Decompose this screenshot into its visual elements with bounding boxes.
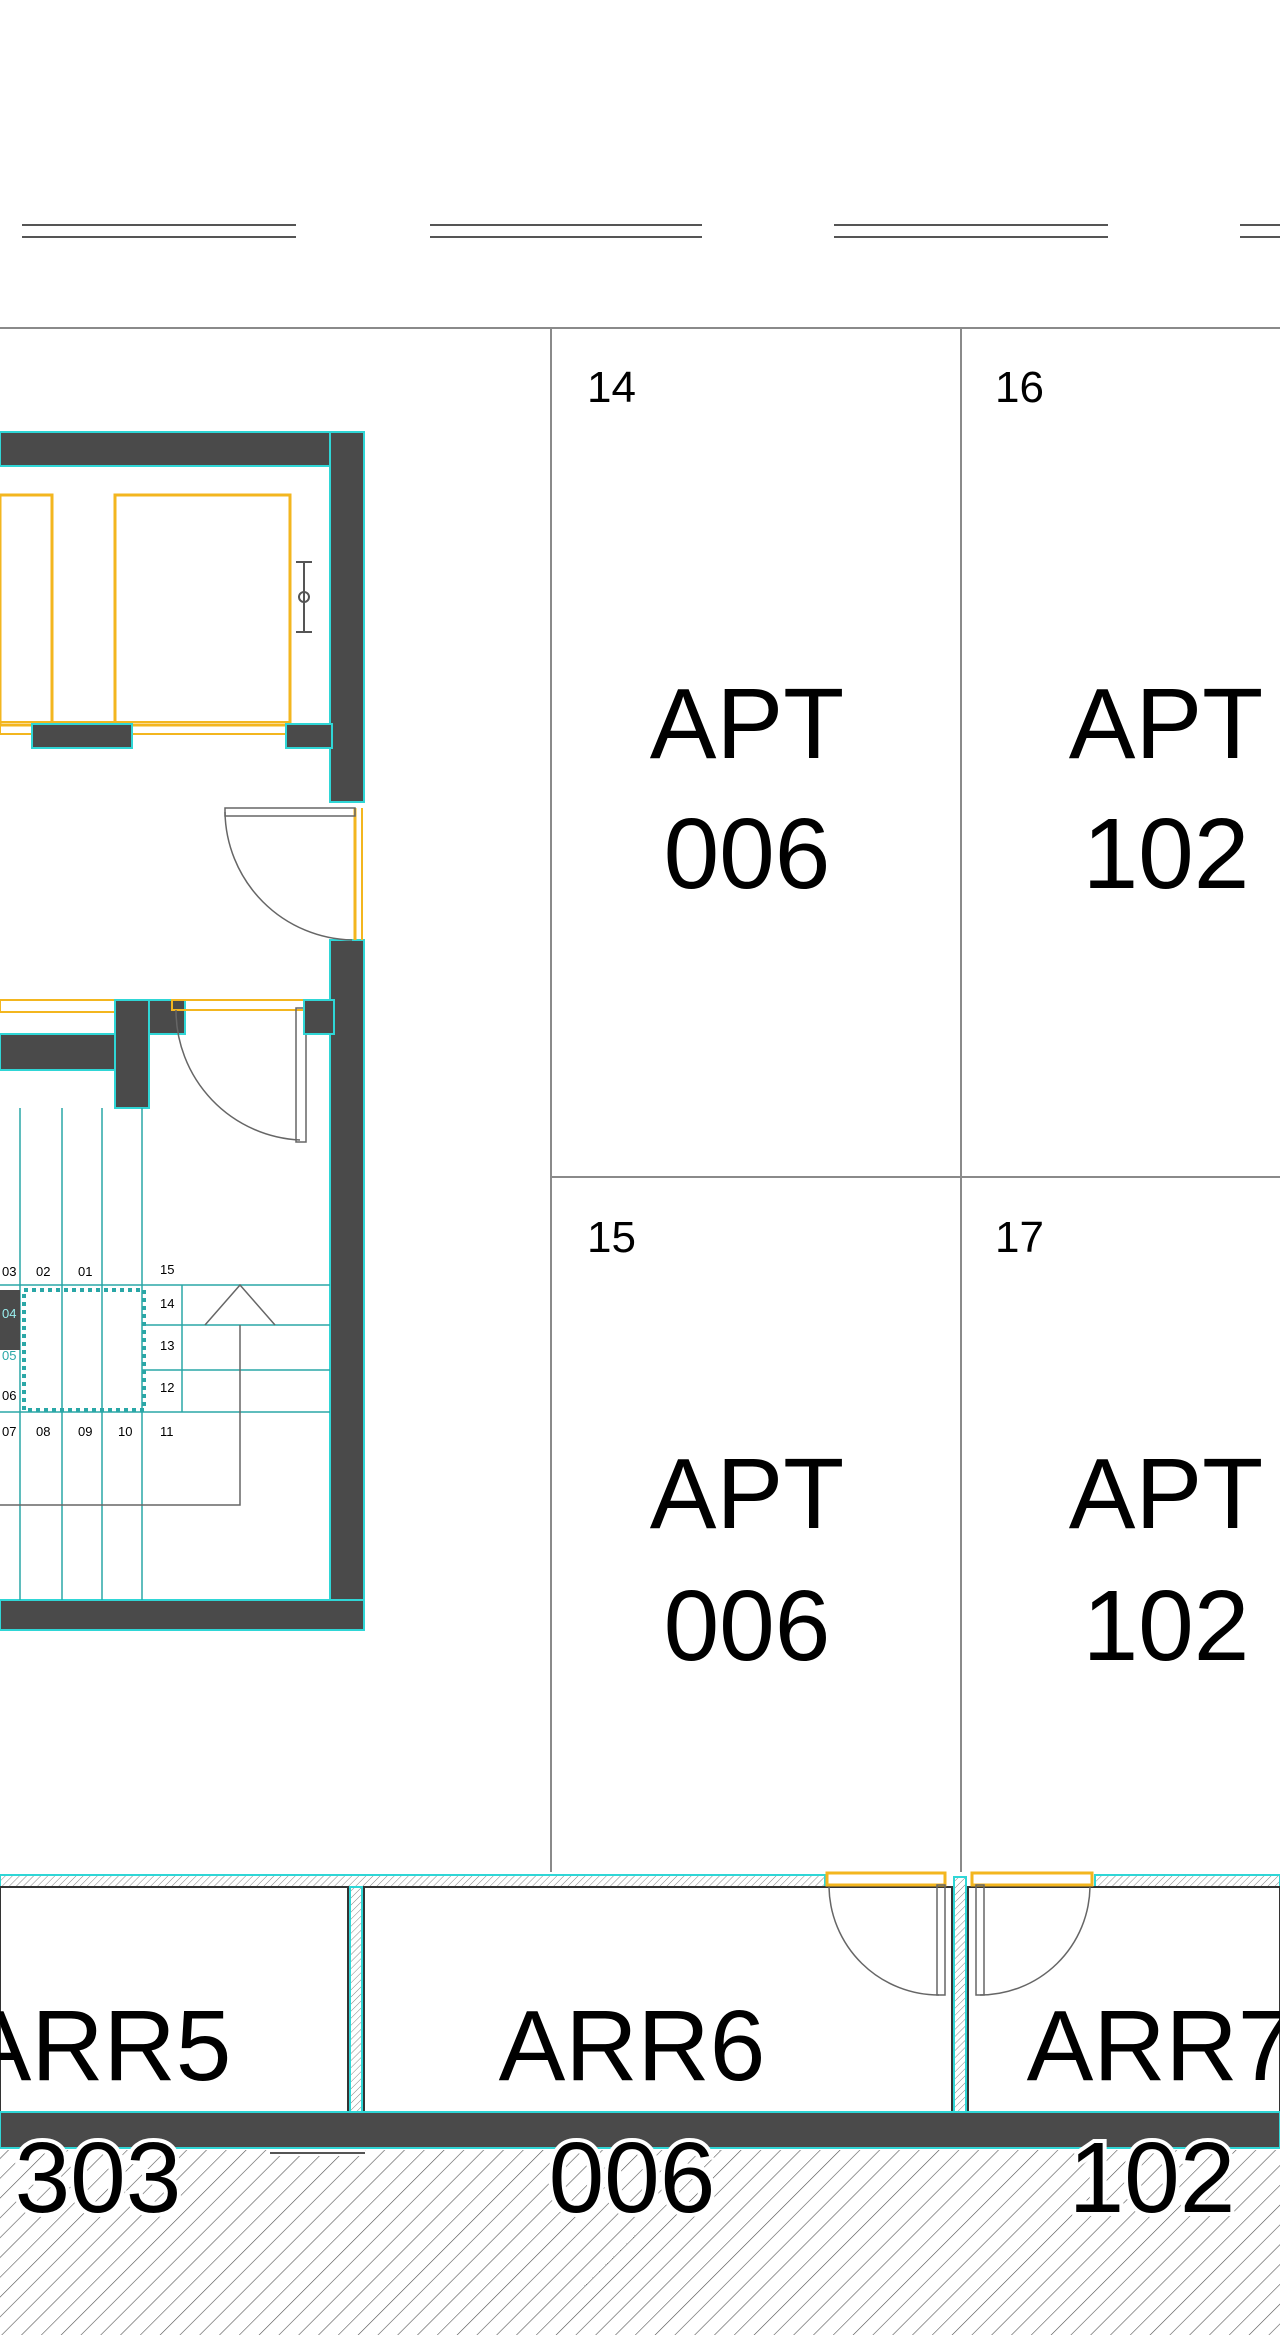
apartment-label: APT xyxy=(1069,1438,1263,1550)
storage-strip xyxy=(0,1871,1280,2335)
stair-step-label: 02 xyxy=(36,1264,50,1279)
parking-space-15: 15 APT 006 xyxy=(587,1213,844,1682)
storage-room-apt: 006 xyxy=(549,2122,716,2234)
parking-space-17: 17 APT 102 xyxy=(995,1213,1263,1682)
stair-step-label: 13 xyxy=(160,1338,174,1353)
stair-core: 03 02 01 15 14 13 12 07 08 09 10 11 05 0… xyxy=(0,431,365,1631)
storage-room-name: ARR7 xyxy=(1027,1990,1280,2102)
stair-step-label: 08 xyxy=(36,1424,50,1439)
parking-space-16: 16 APT 102 xyxy=(995,363,1263,910)
storage-room-name: ARR6 xyxy=(499,1990,766,2102)
stair-step-label: 04 xyxy=(2,1306,16,1321)
stair-step-label: 07 xyxy=(2,1424,16,1439)
stair-step-label: 14 xyxy=(160,1296,174,1311)
parking-space-number: 15 xyxy=(587,1213,636,1262)
stair-step-label: 11 xyxy=(160,1424,174,1439)
apartment-number: 006 xyxy=(664,1570,831,1682)
apartment-label: APT xyxy=(650,668,844,780)
apartment-number: 006 xyxy=(664,798,831,910)
parking-space-number: 16 xyxy=(995,363,1044,412)
stair-step-label: 15 xyxy=(160,1262,174,1277)
stair-step-label: 12 xyxy=(160,1380,174,1395)
storage-room-apt: 102 xyxy=(1069,2122,1236,2234)
parking-grid xyxy=(0,327,1280,1872)
apartment-number: 102 xyxy=(1083,798,1250,910)
storage-arr5: ARR5 303 xyxy=(0,1990,231,2238)
top-markers xyxy=(22,224,1280,238)
apartment-label: APT xyxy=(1069,668,1263,780)
stair-step-label: 09 xyxy=(78,1424,92,1439)
stair-step-label: 03 xyxy=(2,1264,16,1279)
parking-space-number: 17 xyxy=(995,1213,1044,1262)
storage-room-name: ARR5 xyxy=(0,1990,231,2102)
stair-step-label: 05 xyxy=(2,1348,16,1363)
storage-arr7: ARR7 102 xyxy=(1027,1990,1280,2238)
storage-arr6: ARR6 006 xyxy=(499,1990,766,2238)
apartment-label: APT xyxy=(650,1438,844,1550)
parking-space-number: 14 xyxy=(587,363,636,412)
stair-step-label: 06 xyxy=(2,1388,16,1403)
storage-room-apt: 303 xyxy=(15,2122,182,2234)
stair-step-label: 10 xyxy=(118,1424,132,1439)
parking-space-14: 14 APT 006 xyxy=(587,363,844,910)
apartment-number: 102 xyxy=(1083,1570,1250,1682)
stair-step-label: 01 xyxy=(78,1264,92,1279)
